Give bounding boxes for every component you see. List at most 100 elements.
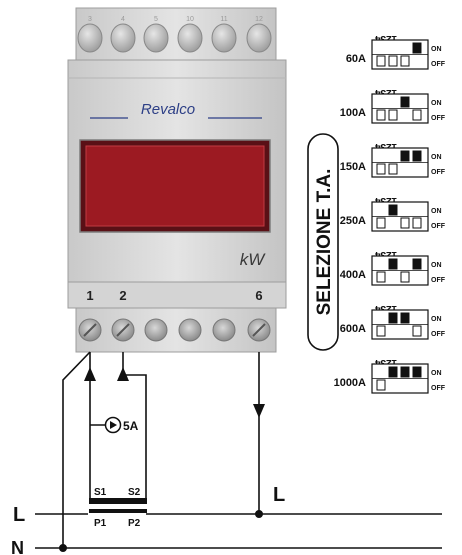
ct-core-bottom <box>89 509 147 513</box>
selection-title: SELEZIONE T.A. <box>314 169 335 316</box>
dip-switch-on <box>412 150 422 162</box>
dip-switch-off <box>376 163 386 175</box>
wire-arrows <box>84 367 265 418</box>
ct-rating-label: 1000A <box>334 377 366 389</box>
dip-switch-numbers: 1234 <box>374 195 397 206</box>
selection-title-box <box>307 133 339 351</box>
dip-switch-on <box>388 204 398 216</box>
dip-switch-numbers: 1234 <box>374 303 397 314</box>
top-terminal-number: 3 <box>88 16 92 23</box>
bottom-label-strip <box>67 281 287 309</box>
on-label: ON <box>431 370 442 377</box>
on-label: ON <box>431 208 442 215</box>
top-terminal-number: 11 <box>220 16 227 23</box>
terminal-screw <box>178 318 202 342</box>
brand-logo: Revalco <box>141 101 195 118</box>
top-terminal-number: 5 <box>154 16 158 23</box>
top-terminal-knob <box>246 23 272 53</box>
current-transformer: S1 S2 P1 P2 5A <box>89 416 147 529</box>
dip-switch-off <box>376 325 386 337</box>
ct-label-p1: P1 <box>94 518 107 529</box>
dip-switch-off <box>400 55 410 67</box>
dip-switch-on <box>412 366 422 378</box>
dip-switch-off <box>400 217 410 229</box>
dip-switch-off <box>376 55 386 67</box>
dip-switch-on <box>388 258 398 270</box>
led-display <box>86 146 264 226</box>
line-label: L <box>13 504 25 526</box>
dip-switch-numbers: 1234 <box>374 87 397 98</box>
bottom-terminal-row <box>78 318 271 342</box>
neutral-label: N <box>11 538 24 555</box>
dip-switch-off <box>376 217 386 229</box>
ct-rating-label: 150A <box>340 161 366 173</box>
on-label: ON <box>431 262 442 269</box>
off-label: OFF <box>431 223 446 230</box>
neutral-to-terminal-1 <box>62 351 91 548</box>
dip-switch-off <box>376 379 386 391</box>
top-terminal-knob <box>177 23 203 53</box>
top-terminal-number: 12 <box>255 16 263 23</box>
dip-switch-numbers: 1234 <box>374 249 397 260</box>
meter-top-module <box>75 7 277 61</box>
terminal-label-6: 6 <box>255 288 262 303</box>
off-label: OFF <box>431 61 446 68</box>
dip-switch-off <box>400 271 410 283</box>
terminal-screw <box>144 318 168 342</box>
dip-switch-off <box>412 217 422 229</box>
ct-rating: 5A <box>123 419 139 433</box>
arrow-up-terminal-2 <box>117 367 129 381</box>
ct-label-s1: S1 <box>94 487 107 498</box>
top-terminal-knob <box>211 23 237 53</box>
on-label: ON <box>431 154 442 161</box>
dip-switch-on <box>412 42 422 54</box>
ct-label-p2: P2 <box>128 518 141 529</box>
off-label: OFF <box>431 169 446 176</box>
on-label: ON <box>431 100 442 107</box>
ct-rating-label: 400A <box>340 269 366 281</box>
off-label: OFF <box>431 115 446 122</box>
top-terminal-knob <box>143 23 169 53</box>
terminal-label-1: 1 <box>86 288 93 303</box>
dip-setting-60a: 1234 60A ON OFF <box>346 33 446 70</box>
terminal-screw <box>212 318 236 342</box>
dip-switch-off <box>388 163 398 175</box>
dip-switch-off <box>412 325 422 337</box>
dip-setting-400a: 1234 400A ON OFF <box>340 249 446 286</box>
ct-rating-label: 600A <box>340 323 366 335</box>
arrow-up-terminal-1 <box>84 367 96 381</box>
on-label: ON <box>431 46 442 53</box>
display-unit: kW <box>240 250 267 269</box>
dip-switch-on <box>388 366 398 378</box>
dip-switch-on <box>400 312 410 324</box>
wiring <box>35 351 442 552</box>
screw-slot <box>252 323 266 337</box>
dip-switch-on <box>400 96 410 108</box>
line-junction <box>255 509 264 518</box>
dip-switch-off <box>412 109 422 121</box>
dip-switch-settings: 123460AONOFF1234100AONOFF1234150AONOFF12… <box>334 33 446 394</box>
dip-switch-on <box>400 150 410 162</box>
top-terminal-knob <box>77 23 103 53</box>
on-label: ON <box>431 316 442 323</box>
off-label: OFF <box>431 277 446 284</box>
dip-switch-on <box>400 366 410 378</box>
terminal-label-2: 2 <box>119 288 126 303</box>
dip-switch-off <box>376 271 386 283</box>
ct-rating-label: 60A <box>346 53 366 65</box>
dip-setting-1000a: 1234 1000A ON OFF <box>334 357 446 394</box>
off-label: OFF <box>431 385 446 392</box>
ct-rating-label: 100A <box>340 107 366 119</box>
ct-selection-panel: SELEZIONE T.A. <box>307 133 339 351</box>
dip-switch-numbers: 1234 <box>374 357 397 368</box>
ct-secondary-return <box>123 374 147 500</box>
dip-setting-100a: 1234 100A ON OFF <box>340 87 446 124</box>
dip-switch-numbers: 1234 <box>374 33 397 44</box>
dip-switch-off <box>376 109 386 121</box>
